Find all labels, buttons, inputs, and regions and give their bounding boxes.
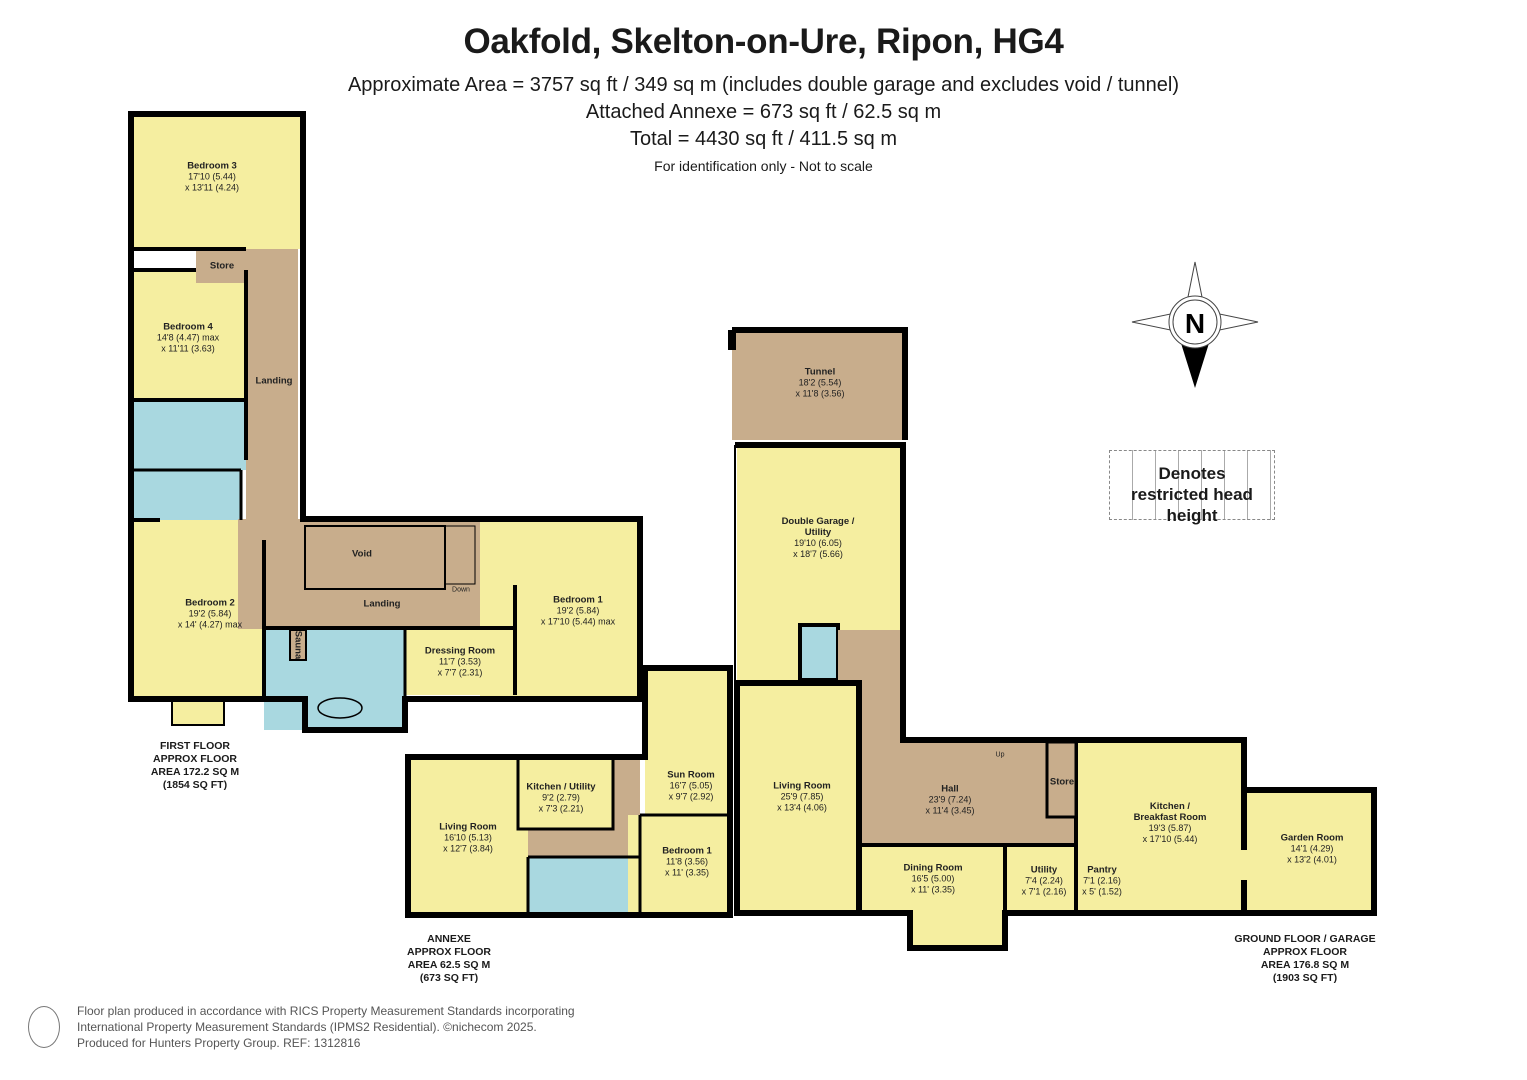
person-icon	[28, 1006, 60, 1048]
disclaimer: For identification only - Not to scale	[654, 158, 873, 174]
footer-note: Floor plan produced in accordance with R…	[77, 1004, 575, 1050]
stair-label: Up	[995, 751, 1005, 759]
approx-area: Approximate Area = 3757 sq ft / 349 sq m…	[347, 74, 1180, 96]
room-label: Store	[1049, 776, 1075, 788]
restricted-head-height-legend: Denotes restricted head height	[1109, 450, 1275, 525]
room-label: Store	[209, 260, 235, 272]
annexe-area: Attached Annexe = 673 sq ft / 62.5 sq m	[585, 101, 942, 123]
room-label: Sauna	[292, 630, 304, 660]
stair-label: Down	[452, 586, 470, 594]
room-label: Landing	[363, 598, 401, 610]
compass-letter: N	[1185, 308, 1205, 339]
annexe-plan	[405, 665, 733, 918]
compass-icon	[1131, 261, 1259, 388]
ground-floor-plan	[728, 327, 1377, 951]
first-floor-plan	[128, 111, 643, 733]
room-label: Landing	[255, 375, 293, 387]
page-title: Oakfold, Skelton-on-Ure, Ripon, HG4	[463, 22, 1064, 61]
room-label: Void	[352, 548, 372, 560]
total-area: Total = 4430 sq ft / 411.5 sq m	[629, 128, 897, 150]
